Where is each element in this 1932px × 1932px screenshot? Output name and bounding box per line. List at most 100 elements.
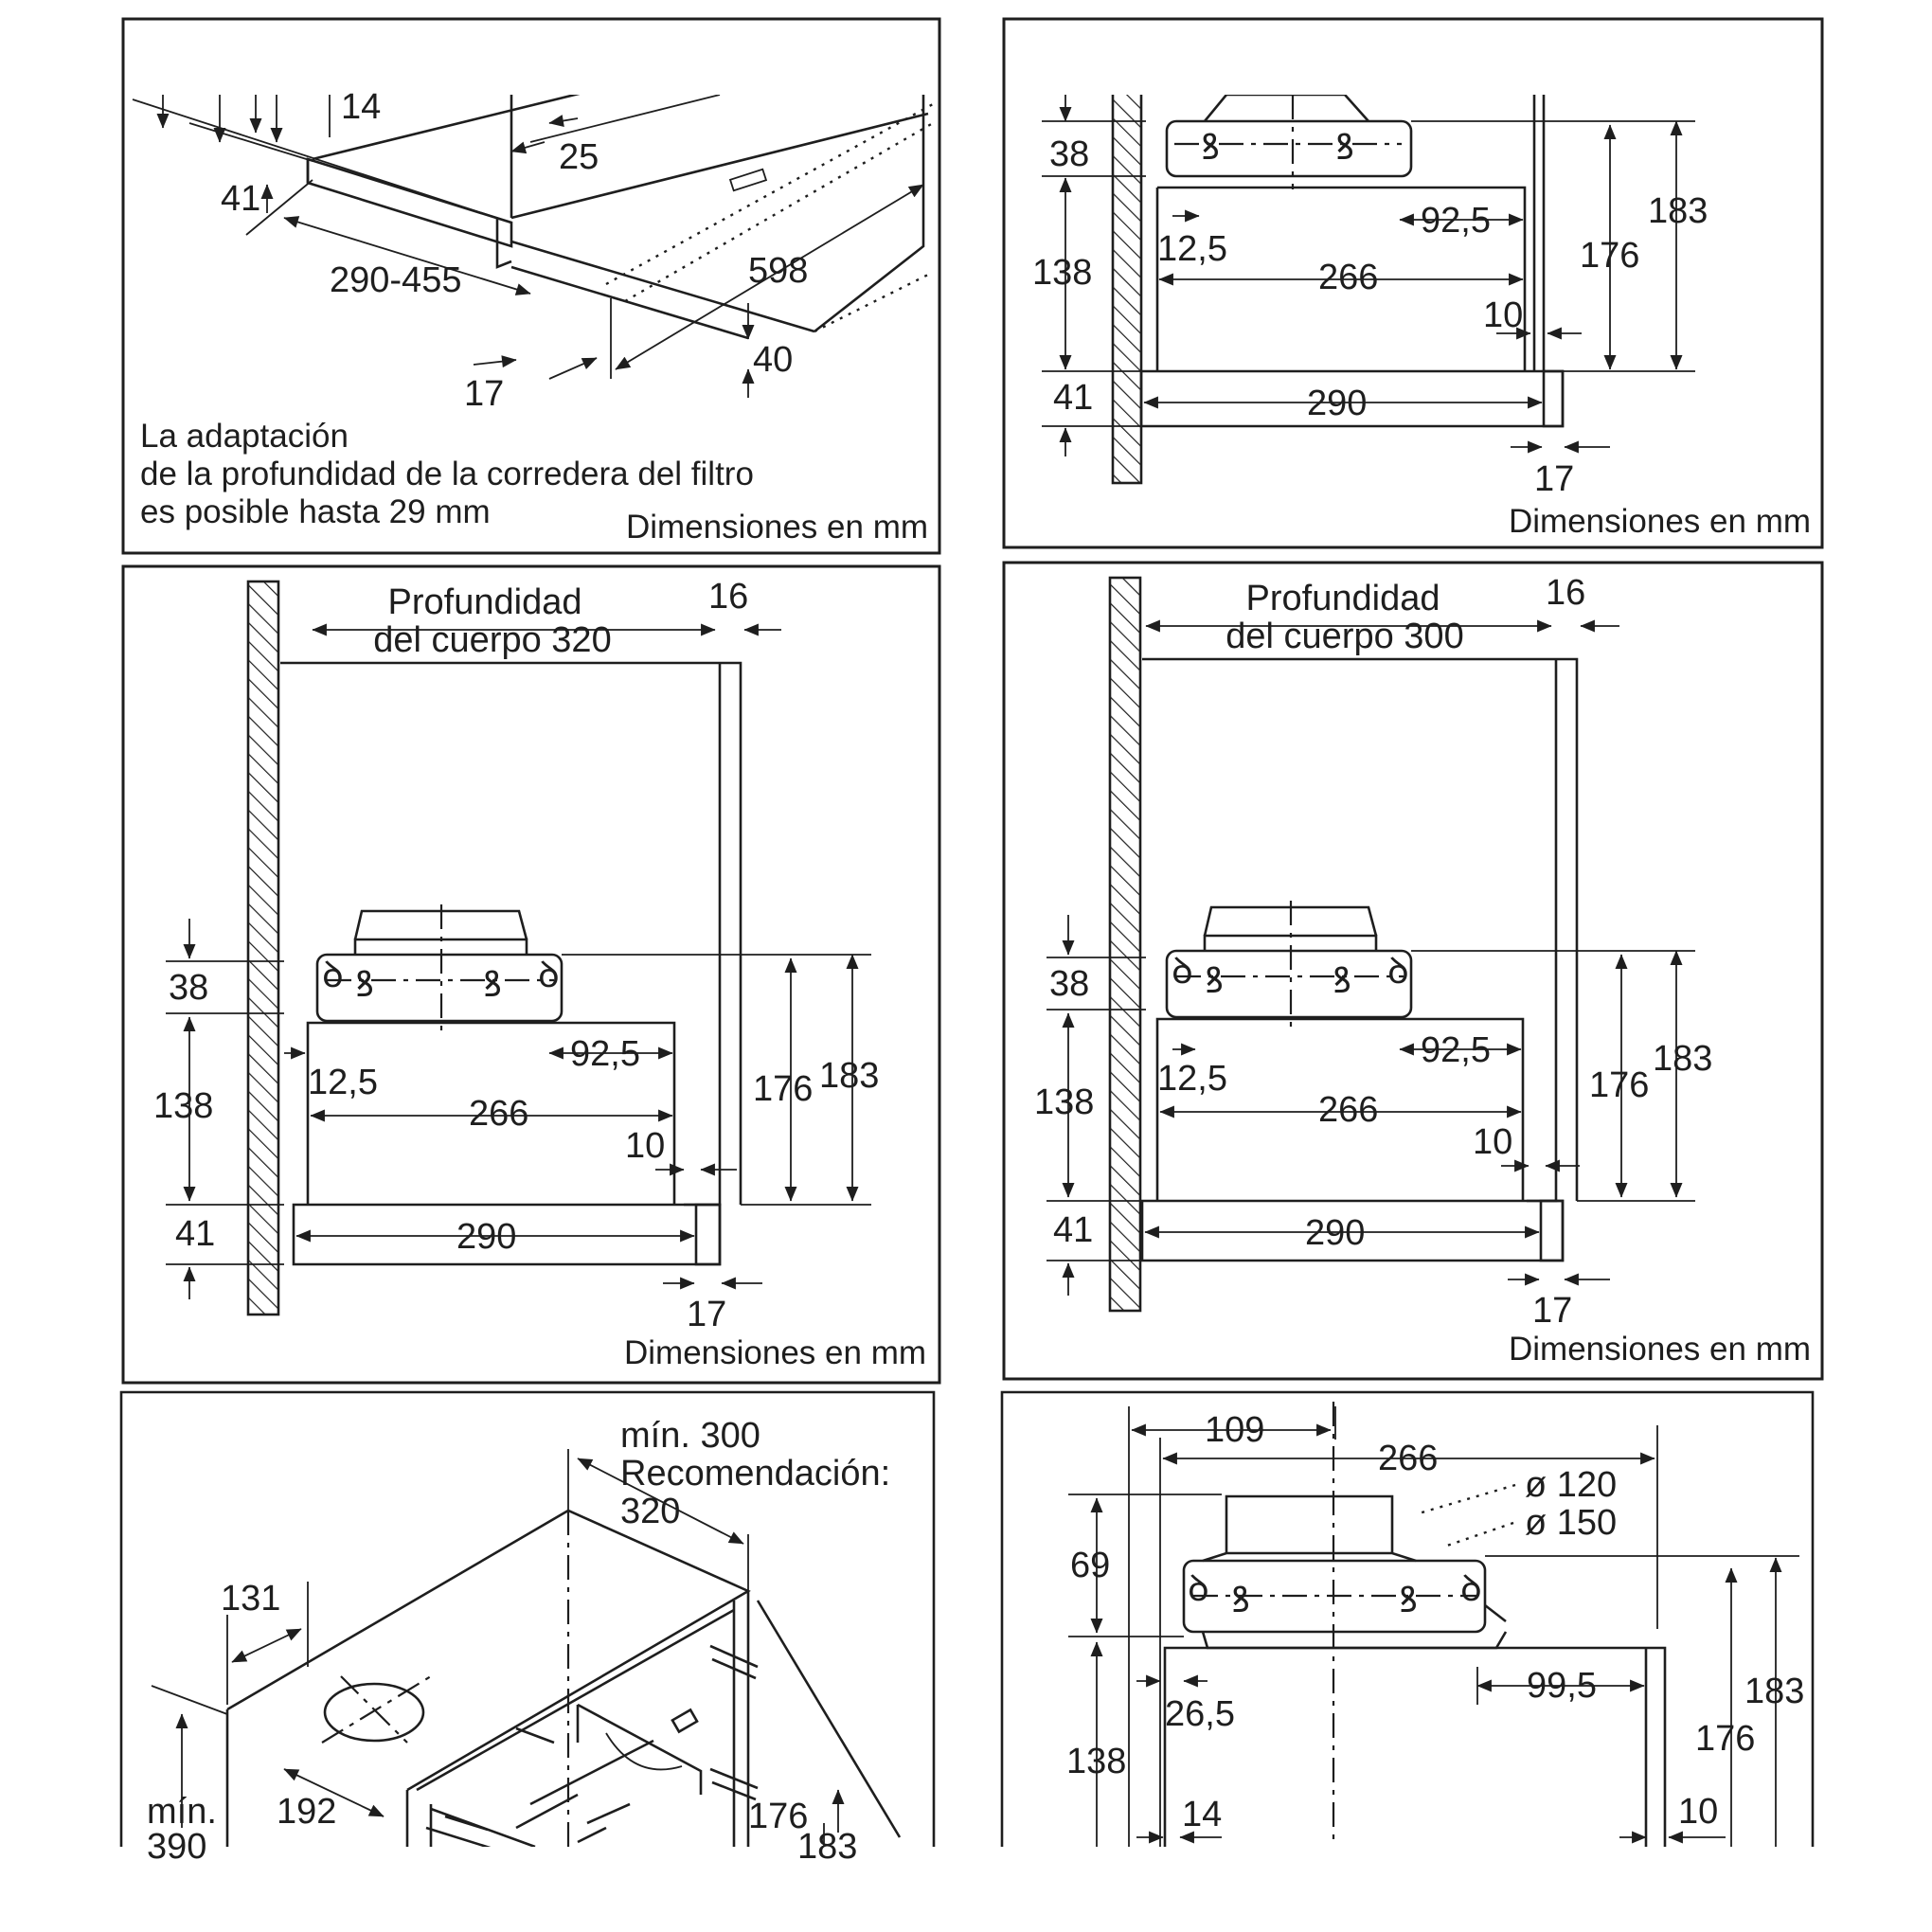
dim-183: 183 (819, 1056, 879, 1096)
dim-41: 41 (221, 179, 260, 219)
dim-38: 38 (1049, 134, 1089, 174)
panel-frame (119, 1390, 936, 1847)
panel-installation-isometric: 14 25 41 290-455 598 40 17 La adaptación… (121, 17, 941, 555)
dim-line-290-455 (283, 216, 531, 295)
dim-290-455: 290-455 (330, 260, 461, 300)
dim-17: 17 (464, 374, 504, 414)
mount-hole-icon: ꝸ (1399, 1581, 1418, 1620)
diameter-120: ø 120 (1525, 1465, 1617, 1505)
keyhole-icon: ꝺ (322, 956, 344, 995)
mount-hole-icon: ꝸ (1231, 1581, 1250, 1620)
dim-290: 290 (1305, 1213, 1365, 1253)
motor-housing (1165, 949, 1413, 1019)
dim-176: 176 (753, 1069, 813, 1109)
dim-266: 266 (1318, 1090, 1378, 1130)
units-label: Dimensiones en mm (1509, 1331, 1811, 1368)
diameter-150: ø 150 (1525, 1503, 1617, 1543)
mount-hole-icon: ꝸ (1335, 128, 1354, 168)
dim-183: 183 (1653, 1039, 1712, 1079)
note-line-2: de la profundidad de la corredera del fi… (140, 456, 754, 492)
depth-label-line-1: Profundidad (388, 582, 582, 622)
wall-section (246, 580, 280, 1316)
dim-138: 138 (1032, 253, 1092, 293)
motor-housing (315, 953, 564, 1023)
dim-10: 10 (1483, 295, 1523, 335)
panel-frame (121, 564, 941, 1385)
dim-138: 138 (153, 1086, 213, 1126)
dim-17: 17 (1532, 1291, 1572, 1331)
keyhole-icon: ꝺ (538, 956, 560, 995)
dim-266: 266 (469, 1094, 528, 1134)
depth-label-line-2: del cuerpo 320 (373, 620, 611, 660)
keyhole-icon: ꝺ (1387, 952, 1409, 992)
duct-opening (323, 1682, 425, 1743)
dim-131: 131 (221, 1579, 280, 1619)
mount-hole-icon: ꝸ (1333, 961, 1351, 1001)
dim-138: 138 (1034, 1082, 1094, 1122)
dim-10: 10 (1678, 1792, 1718, 1832)
depth-label-line-2: del cuerpo 300 (1225, 617, 1463, 656)
depth-label-line-1: Profundidad (1246, 579, 1440, 618)
wall-section (1108, 576, 1142, 1313)
dim-16: 16 (708, 577, 748, 617)
recommendation-line-3: 320 (620, 1492, 680, 1531)
mount-hole-icon: ꝸ (1201, 128, 1220, 168)
dim-40: 40 (753, 340, 793, 380)
units-label: Dimensiones en mm (1509, 503, 1811, 540)
dim-192: 192 (277, 1792, 336, 1832)
dim-92-5: 92,5 (570, 1034, 640, 1074)
dim-266: 266 (1318, 258, 1378, 297)
recommendation-line-1: mín. 300 (620, 1416, 760, 1456)
dim-109: 109 (1205, 1410, 1264, 1450)
mount-hole-icon: ꝸ (483, 965, 502, 1005)
dim-183: 183 (1648, 191, 1708, 231)
keyhole-icon: ꝺ (1460, 1569, 1482, 1609)
dim-92-5: 92,5 (1421, 1030, 1491, 1070)
dim-176: 176 (1580, 236, 1639, 276)
dim-12-5: 12,5 (1157, 1059, 1227, 1099)
dim-17: 17 (687, 1295, 726, 1334)
dim-line-depth (577, 1458, 744, 1545)
dim-38: 38 (1049, 964, 1089, 1004)
dim-26-5: 26,5 (1165, 1694, 1235, 1734)
min-value: 390 (147, 1827, 206, 1867)
dim-176: 176 (1589, 1065, 1649, 1105)
mount-hole-icon: ꝸ (1205, 961, 1224, 1001)
dim-266: 266 (1378, 1439, 1438, 1478)
dim-line-192 (283, 1768, 385, 1817)
note-line-3: es posible hasta 29 mm (140, 493, 491, 530)
dim-38: 38 (169, 968, 208, 1008)
dim-176: 176 (748, 1797, 808, 1836)
dim-25: 25 (559, 137, 599, 177)
dim-176: 176 (1695, 1719, 1755, 1759)
dim-12-5: 12,5 (308, 1063, 378, 1102)
keyhole-icon: ꝺ (1188, 1569, 1209, 1609)
panel-side-section-320: ꝸ ꝸ ꝺ ꝺ Profundidad del cuerpo 320 16 38… (121, 564, 941, 1385)
panel-side-section-top: ꝸ ꝸ 38 138 41 12,5 92, (1002, 17, 1824, 549)
dim-290: 290 (1307, 384, 1367, 423)
panel-front-view: ꝸ ꝸ ꝺ ꝺ 109 266 ø (1000, 1390, 1815, 1847)
dim-598: 598 (748, 251, 808, 291)
dim-92-5: 92,5 (1421, 201, 1491, 241)
dim-183: 183 (797, 1827, 857, 1867)
dim-10: 10 (1473, 1122, 1512, 1162)
dim-12-5: 12,5 (1157, 229, 1227, 269)
motor-housing (1165, 119, 1413, 178)
dim-16: 16 (1546, 573, 1585, 613)
panel-side-section-300: ꝸ ꝸ ꝺ ꝺ Profundidad del cuerpo 300 16 38… (1002, 561, 1824, 1381)
dim-138: 138 (1066, 1742, 1126, 1781)
dim-183: 183 (1744, 1672, 1804, 1711)
dim-41: 41 (1053, 1210, 1093, 1250)
dim-10: 10 (625, 1126, 665, 1166)
dim-41: 41 (1053, 378, 1093, 418)
dim-99-5: 99,5 (1527, 1666, 1597, 1706)
panel-frame (1000, 1390, 1815, 1847)
dim-14: 14 (1182, 1795, 1222, 1834)
dim-69: 69 (1070, 1546, 1110, 1585)
note-line-1: La adaptación (140, 418, 349, 455)
dim-line-131 (231, 1628, 302, 1663)
wall-section (1111, 95, 1143, 485)
dim-17: 17 (1534, 459, 1574, 499)
units-label: Dimensiones en mm (626, 509, 928, 546)
